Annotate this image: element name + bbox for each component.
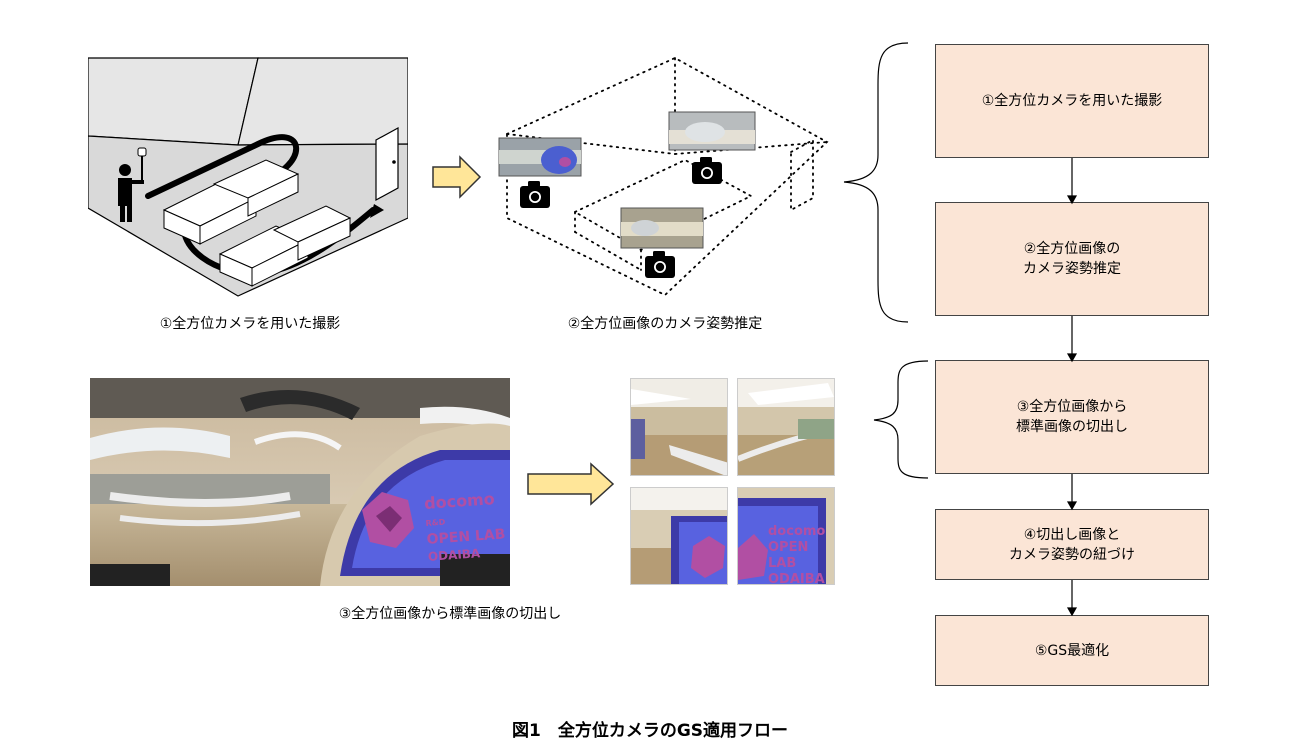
brace-bottom [873, 360, 929, 479]
camera-view-3 [620, 207, 704, 249]
tile-screen-text: docomo OPEN LAB ODAIBA [768, 524, 834, 585]
cropped-view-3 [630, 487, 728, 585]
step-2-pose: ②全方位画像の カメラ姿勢推定 [935, 202, 1209, 316]
camera-view-1 [498, 137, 582, 177]
caption-crop: ③全方位画像から標準画像の切出し [338, 606, 562, 622]
flow-arrow-2 [527, 462, 615, 506]
cropped-view-4: docomo OPEN LAB ODAIBA [737, 487, 835, 585]
step-4-link: ④切出し画像と カメラ姿勢の紐づけ [935, 509, 1209, 580]
step-3-crop: ③全方位画像から 標準画像の切出し [935, 360, 1209, 474]
brace-top [843, 42, 909, 323]
screen-text-line1: docomo [423, 489, 496, 513]
step-5-optimize: ⑤GS最適化 [935, 615, 1209, 686]
equirectangular-panorama: docomo R&D OPEN LAB ODAIBA [90, 378, 510, 586]
screen-text: docomo R&D OPEN LAB ODAIBA [424, 489, 510, 566]
capture-room-illustration [88, 57, 408, 297]
camera-view-2 [668, 111, 756, 151]
caption-capture: ①全方位カメラを用いた撮影 [159, 316, 341, 332]
figure-title: 図1 全方位カメラのGS適用フロー [511, 721, 789, 741]
caption-pose: ②全方位画像のカメラ姿勢推定 [567, 316, 763, 332]
screen-text-suffix: R&D [425, 517, 446, 528]
cropped-view-2 [737, 378, 835, 476]
tile-screen-line3: ODAIBA [768, 572, 825, 585]
tile-screen-line2: OPEN LAB [768, 540, 809, 571]
step-1-capture: ①全方位カメラを用いた撮影 [935, 44, 1209, 158]
cropped-view-1 [630, 378, 728, 476]
pose-estimation-illustration [498, 56, 829, 297]
camera-icon [520, 157, 722, 278]
tile-screen-line1: docomo [768, 524, 826, 539]
flow-arrow-1 [432, 155, 482, 199]
flow-connectors [1066, 158, 1078, 617]
